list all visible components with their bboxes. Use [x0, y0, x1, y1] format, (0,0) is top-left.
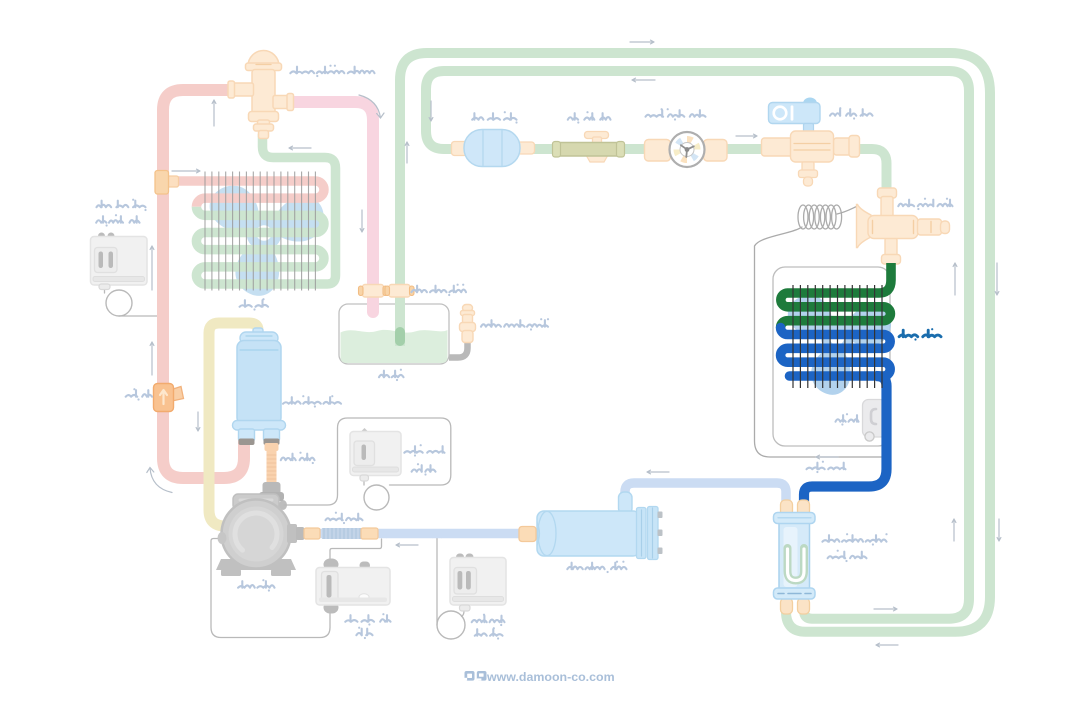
svg-text:www.damoon-co.com: www.damoon-co.com: [486, 670, 615, 684]
